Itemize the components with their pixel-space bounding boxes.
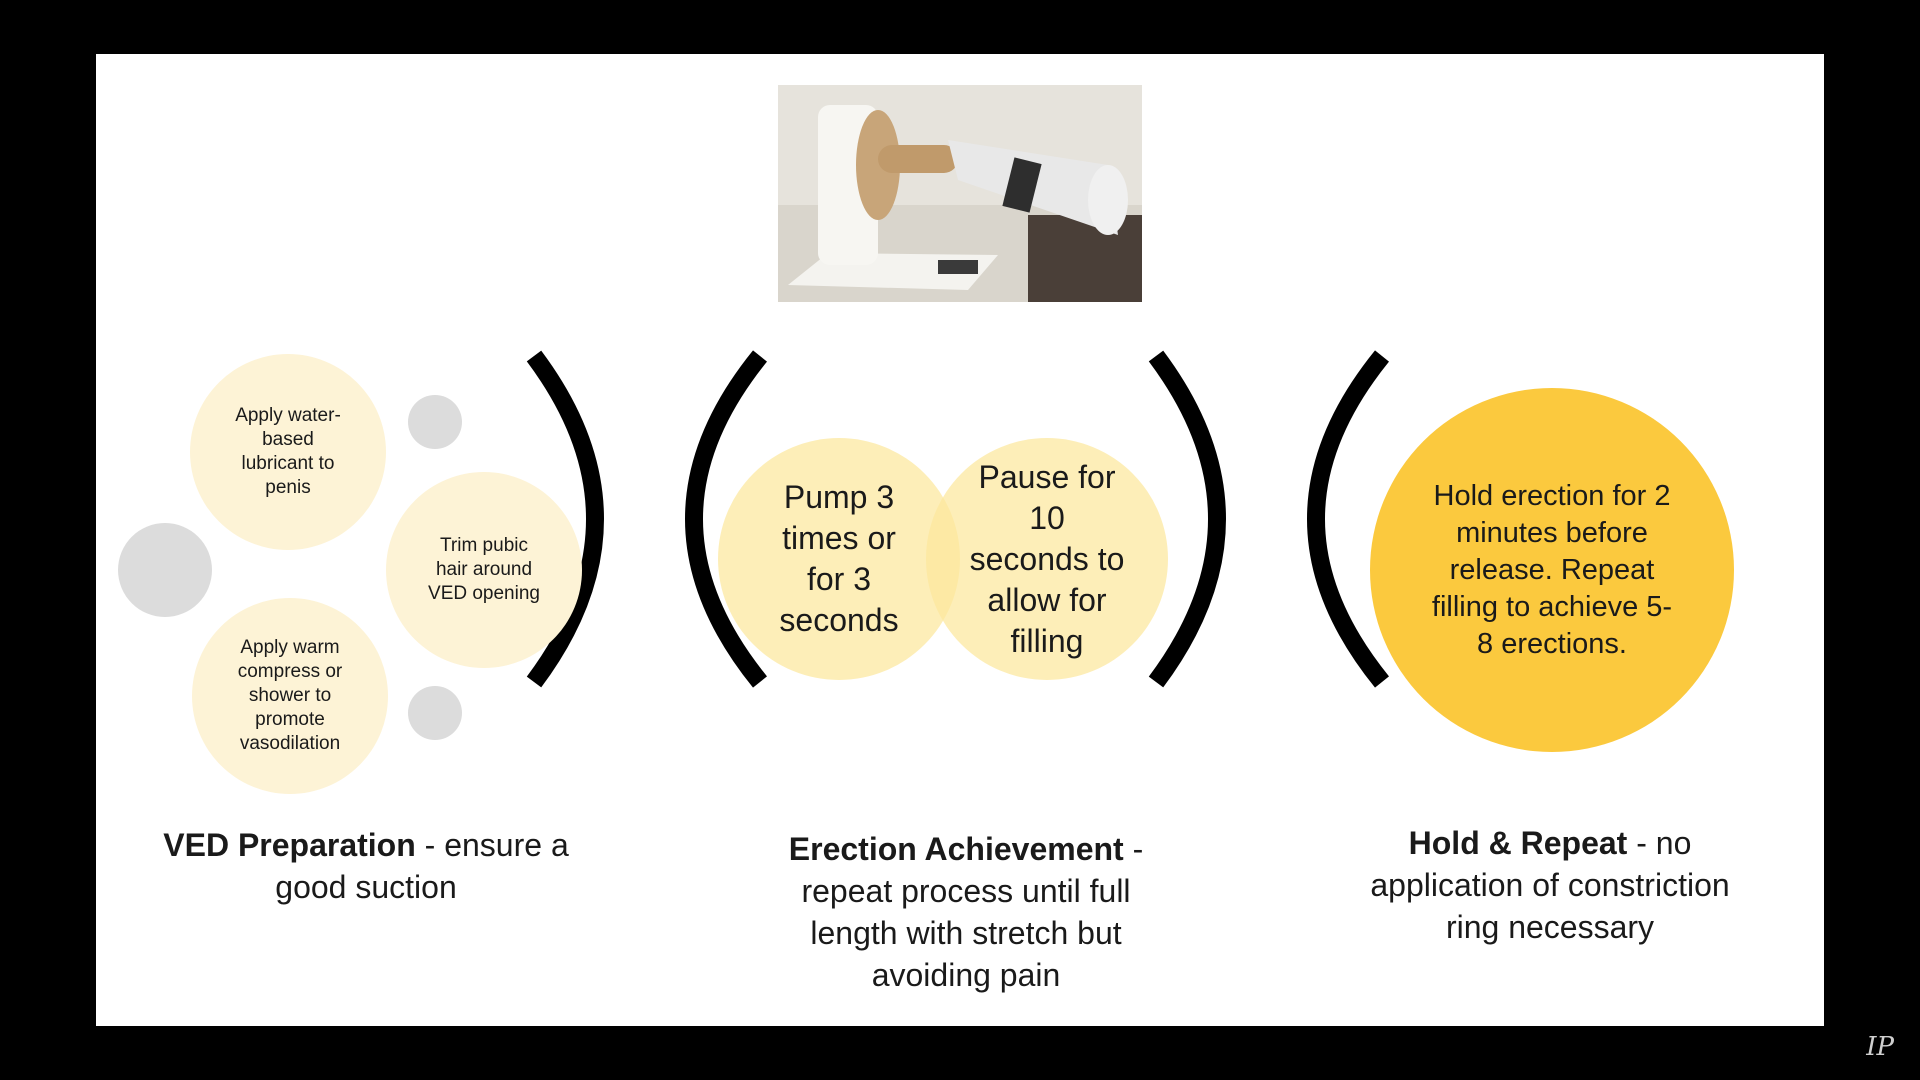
decorative-dot [408, 395, 462, 449]
pump-circle: Pump 3 times or for 3 seconds [718, 438, 960, 680]
achieve-caption-desc: - repeat process until full length with … [801, 831, 1144, 993]
decorative-dot [118, 523, 212, 617]
hold-text: Hold erection for 2 minutes before relea… [1431, 479, 1673, 660]
hold-caption: Hold & Repeat - no application of constr… [1340, 822, 1760, 948]
prep-bubble-text: Apply warm compress or shower to promote… [237, 637, 343, 754]
prep-bubble-text: Apply water-based lubricant to penis [235, 405, 341, 498]
slide: Apply water-based lubricant to penis Tri… [96, 54, 1824, 1026]
device-illustration [778, 85, 1142, 302]
prep-caption: VED Preparation - ensure a good suction [146, 824, 586, 908]
hold-caption-title: Hold & Repeat [1408, 825, 1628, 861]
achieve-caption: Erection Achievement - repeat process un… [786, 828, 1146, 996]
bracket-dividers [526, 350, 1389, 688]
pause-circle: Pause for 10 seconds to allow for fillin… [926, 438, 1168, 680]
open-bracket-2 [685, 350, 767, 688]
pump-text: Pump 3 times or for 3 seconds [779, 479, 899, 638]
hold-circle: Hold erection for 2 minutes before relea… [1370, 388, 1734, 752]
device-photo [778, 85, 1142, 302]
close-bracket-2 [1148, 350, 1226, 688]
pause-text: Pause for 10 seconds to allow for fillin… [969, 458, 1125, 659]
prep-bubble-trim: Trim pubic hair around VED opening [386, 472, 582, 668]
prep-bubble-compress: Apply warm compress or shower to promote… [192, 598, 388, 794]
prep-bubble-lubricant: Apply water-based lubricant to penis [190, 354, 386, 550]
brand-logo: IP [1866, 1032, 1894, 1062]
prep-caption-desc: - ensure a good suction [275, 827, 569, 905]
close-bracket-1 [526, 350, 604, 688]
open-bracket-3 [1307, 350, 1389, 688]
hold-caption-desc: - no application of constriction ring ne… [1370, 825, 1730, 945]
prep-bubble-text: Trim pubic hair around VED opening [428, 535, 540, 604]
prep-caption-title: VED Preparation [163, 827, 416, 863]
achieve-caption-title: Erection Achievement [788, 831, 1124, 867]
decorative-dot [408, 686, 462, 740]
